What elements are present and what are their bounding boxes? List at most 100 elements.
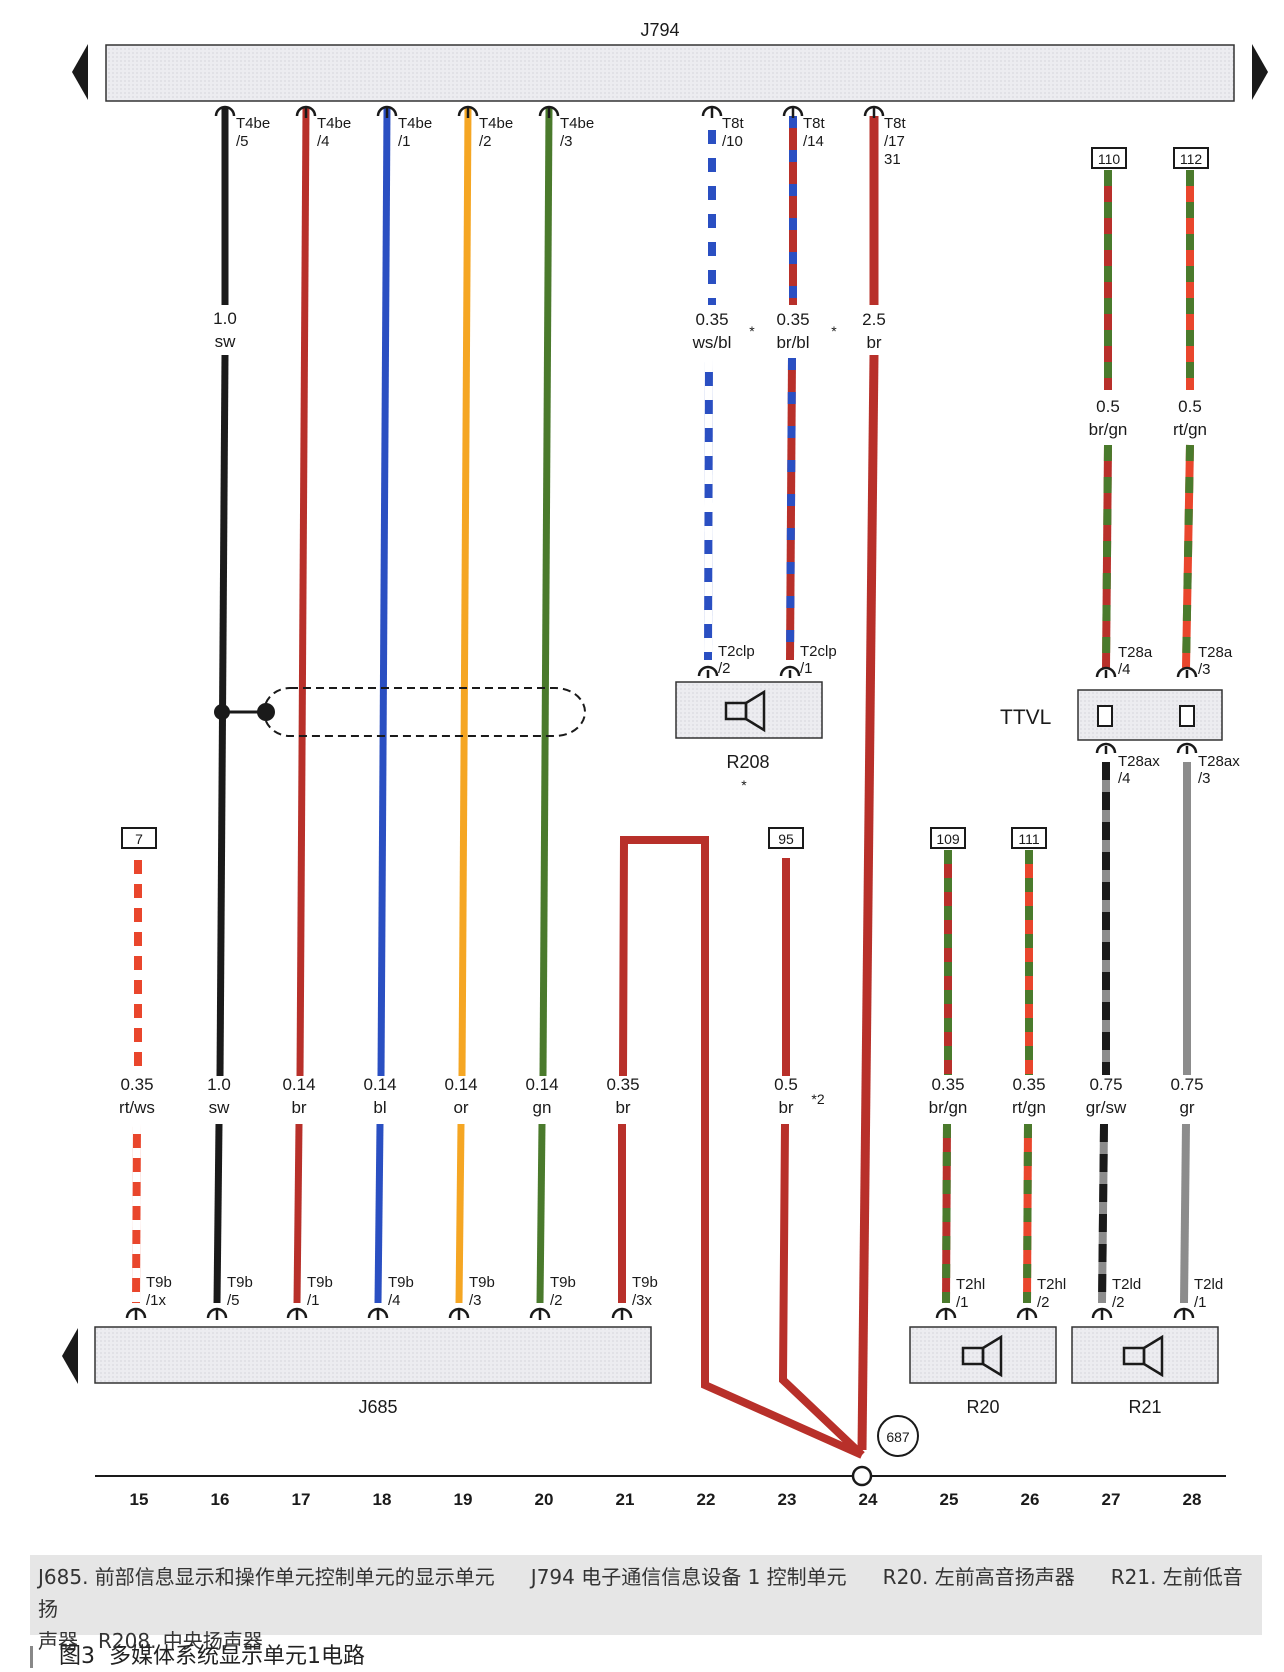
ref-box-7 (121, 827, 157, 849)
svg-text:T28ax: T28ax (1118, 753, 1160, 770)
j794-label: J794 (640, 20, 679, 40)
r20-speaker: R20 (909, 1326, 1057, 1417)
svg-text:7: 7 (135, 831, 143, 847)
ttvl-top-wire-labels: 0.5 br/gn 0.5 rt/gn (1089, 397, 1207, 439)
svg-text:br: br (866, 333, 881, 352)
svg-text:/4: /4 (317, 133, 330, 150)
svg-text:T28ax: T28ax (1198, 753, 1240, 770)
svg-text:/10: /10 (722, 133, 743, 150)
svg-text:17: 17 (292, 1490, 311, 1509)
svg-text:19: 19 (454, 1490, 473, 1509)
svg-text:20: 20 (535, 1490, 554, 1509)
wire-18-bottom (374, 1123, 384, 1304)
svg-text:br/gn: br/gn (1089, 420, 1128, 439)
ref-box-111 (1011, 827, 1047, 849)
svg-text:/3: /3 (1198, 770, 1211, 787)
svg-text:/17: /17 (884, 133, 905, 150)
svg-text:gn: gn (533, 1098, 552, 1117)
wire-21 (618, 836, 864, 1459)
svg-text:T4be: T4be (560, 115, 594, 132)
svg-text:or: or (453, 1098, 468, 1117)
legend-r20: R20. 左前高音扬声器 (882, 1565, 1075, 1589)
svg-text:/2: /2 (1037, 1294, 1050, 1311)
svg-text:T2clp: T2clp (718, 643, 755, 660)
wire-27-top (1102, 170, 1112, 669)
svg-text:109: 109 (936, 831, 960, 847)
svg-text:/1: /1 (800, 660, 813, 677)
svg-text:br/bl: br/bl (776, 333, 809, 352)
svg-text:T9b: T9b (469, 1274, 495, 1291)
svg-text:ws/bl: ws/bl (692, 333, 732, 352)
r20-label: R20 (966, 1397, 999, 1417)
svg-text:0.5: 0.5 (774, 1075, 798, 1094)
svg-text:*: * (741, 777, 747, 793)
top-wire-labels: 1.0 sw 0.35 ws/bl 0.35 br/bl 2.5 br * * (213, 309, 886, 352)
column-numbers: 15 16 17 18 19 20 21 22 23 24 25 26 27 2… (130, 1490, 1202, 1509)
svg-text:/3: /3 (469, 1292, 482, 1309)
svg-text:/1: /1 (1194, 1294, 1207, 1311)
svg-text:/1x: /1x (146, 1292, 167, 1309)
svg-text:/2: /2 (550, 1292, 563, 1309)
svg-text:T8t: T8t (722, 115, 745, 132)
svg-text:27: 27 (1102, 1490, 1121, 1509)
svg-text:rt/ws: rt/ws (119, 1098, 155, 1117)
legend-j794: J794 电子通信信息设备 1 控制单元 (530, 1565, 847, 1589)
wire-22 (704, 116, 716, 661)
svg-text:T8t: T8t (803, 115, 826, 132)
svg-text:/5: /5 (227, 1292, 240, 1309)
legend-r21-cont: 声器 (38, 1629, 78, 1653)
svg-text:T8t: T8t (884, 115, 907, 132)
svg-text:T2ld: T2ld (1194, 1276, 1223, 1293)
j794-unit: J794 (72, 20, 1268, 102)
svg-text:0.35: 0.35 (776, 310, 809, 329)
caption-bar (30, 1646, 33, 1668)
figure-caption: 图3 多媒体系统显示单元1电路 (30, 1638, 365, 1670)
top-connector-labels: T4be/5 T4be/4 T4be/1 T4be/2 T4be/3 T8t/1… (236, 115, 907, 168)
svg-text:sw: sw (209, 1098, 231, 1117)
svg-text:br: br (778, 1098, 793, 1117)
svg-text:br/gn: br/gn (929, 1098, 968, 1117)
wire-16-top (216, 108, 229, 1077)
wire-26 (1023, 850, 1033, 1304)
svg-text:/2: /2 (479, 133, 492, 150)
svg-text:/2: /2 (1112, 1294, 1125, 1311)
svg-text:1.0: 1.0 (207, 1075, 231, 1094)
svg-text:112: 112 (1180, 151, 1203, 167)
legend-r208: R208. 中央扬声器 (98, 1629, 263, 1653)
svg-text:rt/gn: rt/gn (1173, 420, 1207, 439)
svg-text:23: 23 (778, 1490, 797, 1509)
svg-text:0.35: 0.35 (931, 1075, 964, 1094)
svg-text:/5: /5 (236, 133, 249, 150)
svg-text:0.35: 0.35 (1012, 1075, 1045, 1094)
svg-text:/14: /14 (803, 133, 824, 150)
top-connectors (214, 105, 885, 118)
svg-text:0.35: 0.35 (120, 1075, 153, 1094)
r208-label: R208 (726, 752, 769, 772)
svg-text:gr/sw: gr/sw (1086, 1098, 1127, 1117)
svg-text:25: 25 (940, 1490, 959, 1509)
svg-text:0.14: 0.14 (525, 1075, 558, 1094)
wire-24 (857, 116, 879, 1451)
svg-text:/1: /1 (956, 1294, 969, 1311)
svg-text:0.5: 0.5 (1096, 397, 1120, 416)
svg-text:T2clp: T2clp (800, 643, 837, 660)
svg-text:T9b: T9b (227, 1274, 253, 1291)
svg-text:br: br (291, 1098, 306, 1117)
svg-text:T9b: T9b (146, 1274, 172, 1291)
svg-text:0.14: 0.14 (282, 1075, 315, 1094)
ttvl-label: TTVL (1000, 706, 1051, 729)
wire-19-bottom (455, 1123, 465, 1304)
svg-text:/4: /4 (388, 1292, 401, 1309)
svg-text:T4be: T4be (479, 115, 513, 132)
svg-text:0.14: 0.14 (444, 1075, 477, 1094)
legend-r21: R21. 左前低音扬 (38, 1565, 1243, 1621)
svg-text:rt/gn: rt/gn (1012, 1098, 1046, 1117)
svg-text:0.75: 0.75 (1089, 1075, 1122, 1094)
svg-text:0.75: 0.75 (1170, 1075, 1203, 1094)
wire-18 (377, 107, 391, 1077)
bottom-connector-labels: T9b/1x T9b/5 T9b/1 T9b/4 T9b/3 T9b/2 T9b… (146, 1274, 1223, 1311)
svg-text:/4: /4 (1118, 661, 1131, 678)
ttvl-connector: T28a /4 T28a /3 T28ax /4 T28ax /3 TTVL (1000, 644, 1240, 787)
